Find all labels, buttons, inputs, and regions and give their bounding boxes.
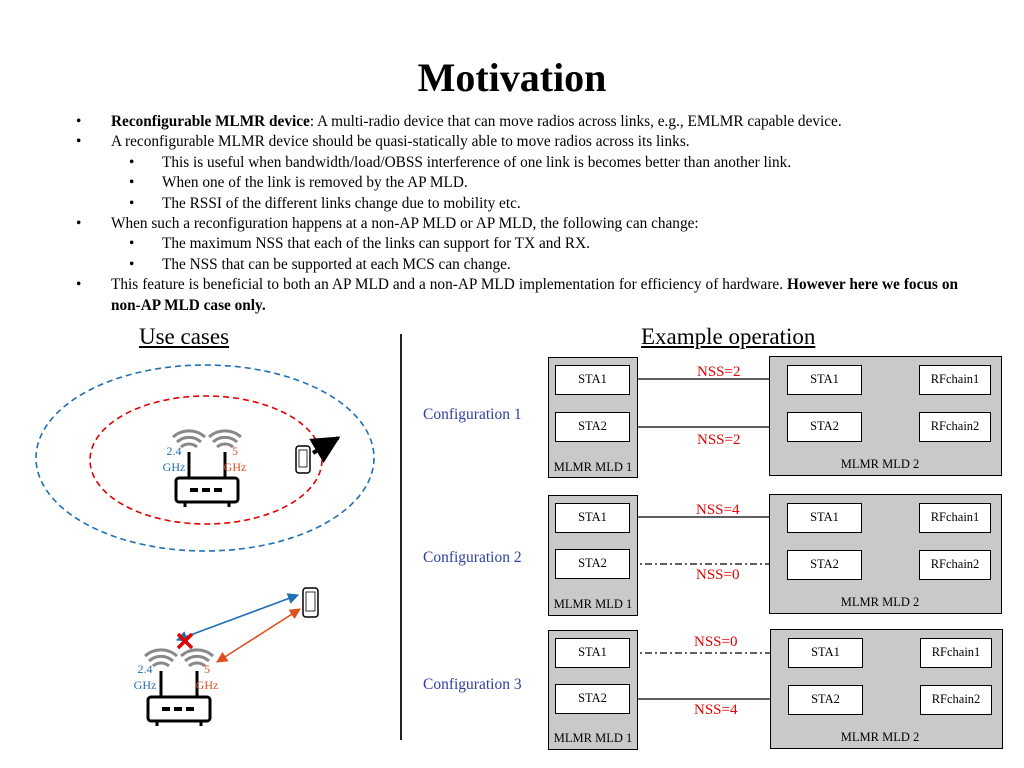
bullet-item: • This feature is beneficial to both an A…: [74, 275, 958, 316]
bullet-dot: •: [129, 235, 135, 253]
phone-icon: [295, 445, 311, 474]
outer-coverage-circle: [35, 364, 375, 552]
nss-label-top: NSS=2: [697, 364, 741, 380]
mld2-sta1: STA1: [787, 365, 862, 395]
sub-bullet-item: • When one of the link is removed by the …: [74, 173, 958, 193]
nss-label-bottom: NSS=2: [697, 432, 741, 448]
band-24ghz-label: 2.4 GHz: [133, 662, 157, 692]
bullet-dot: •: [129, 174, 135, 192]
bullet-text: When one of the link is removed by the A…: [162, 174, 468, 192]
configuration-1-label: Configuration 1: [423, 406, 522, 423]
mld2-rfchain2: RFchain2: [919, 412, 991, 442]
wifi-signal-icon: [144, 648, 214, 668]
mld2-rfchain1: RFchain1: [919, 503, 991, 533]
bullet-item: • When such a reconfiguration happens at …: [74, 214, 958, 234]
configuration-3-label: Configuration 3: [423, 676, 522, 693]
band-24ghz-label: 2.4 GHz: [162, 444, 186, 474]
example-operation-heading: Example operation: [641, 324, 816, 349]
bullet-item: • A reconfigurable MLMR device should be …: [74, 132, 958, 152]
sub-bullet-item: • The NSS that can be supported at each M…: [74, 255, 958, 275]
link-removed-x-icon: [176, 632, 194, 650]
use-cases-heading: Use cases: [139, 324, 230, 349]
access-point-icon: [174, 452, 240, 507]
sub-bullet-item: • The maximum NSS that each of the links …: [74, 234, 958, 254]
sub-bullet-item: • This is useful when bandwidth/load/OBSS…: [74, 153, 958, 173]
mld1-sta1: STA1: [555, 638, 630, 668]
mld2-label: MLMR MLD 2: [840, 595, 920, 609]
bullet-item: • Reconfigurable MLMR device: A multi-rad…: [74, 112, 958, 132]
link-24ghz-arrow: [175, 593, 300, 642]
mld1-sta2: STA2: [555, 412, 630, 442]
mld1-sta1: STA1: [555, 365, 630, 395]
inner-coverage-circle: [89, 395, 323, 525]
bullet-dot: •: [76, 133, 82, 151]
section-divider: [400, 334, 402, 740]
mld1-sta2: STA2: [555, 549, 630, 579]
bullet-text: A reconfigurable MLMR device should be q…: [111, 133, 690, 151]
mld1-label: MLMR MLD 1: [553, 460, 633, 474]
nss-label-bottom: NSS=4: [694, 702, 738, 718]
bullet-text: The maximum NSS that each of the links c…: [162, 235, 590, 253]
nss-label-top: NSS=4: [696, 502, 740, 518]
wifi-signal-icon: [172, 429, 242, 449]
mld2-rfchain2: RFchain2: [920, 685, 992, 715]
sub-bullet-item: • The RSSI of the different links change …: [74, 194, 958, 214]
mld2-sta2: STA2: [787, 550, 862, 580]
mld2-rfchain1: RFchain1: [920, 638, 992, 668]
band-5ghz-label: 5 GHz: [195, 662, 219, 692]
mld2-rfchain1: RFchain1: [919, 365, 991, 395]
bullet-text: This is useful when bandwidth/load/OBSS …: [162, 153, 792, 171]
bullet-list: • Reconfigurable MLMR device: A multi-rad…: [74, 112, 958, 316]
mld2-sta1: STA1: [787, 503, 862, 533]
slide-title: Motivation: [417, 55, 607, 100]
mld2-sta1: STA1: [788, 638, 863, 668]
mld1-label: MLMR MLD 1: [553, 597, 633, 611]
access-point-icon: [146, 671, 212, 726]
mobility-arrow: [309, 436, 341, 463]
phone-icon: [302, 587, 319, 618]
bullet-dot: •: [76, 113, 82, 130]
mld2-label: MLMR MLD 2: [840, 457, 920, 471]
bullet-dot: •: [129, 194, 135, 212]
bullet-text: This feature is beneficial to both an AP…: [111, 276, 788, 294]
bullet-bold-text: Reconfigurable MLMR device: [111, 113, 310, 130]
nss-label-top: NSS=0: [694, 634, 738, 650]
bullet-text: The NSS that can be supported at each MC…: [162, 255, 511, 273]
link-5ghz-arrow: [216, 608, 301, 663]
mld1-sta1: STA1: [555, 503, 630, 533]
mld2-sta2: STA2: [787, 412, 862, 442]
bullet-bold-text: However here we focus on non-AP MLD case…: [111, 276, 958, 314]
bullet-dot: •: [76, 215, 82, 233]
bullet-dot: •: [76, 276, 82, 294]
mld1-label: MLMR MLD 1: [553, 731, 633, 745]
bullet-text: When such a reconfiguration happens at a…: [111, 215, 699, 233]
mld2-label: MLMR MLD 2: [840, 730, 920, 744]
nss-label-bottom: NSS=0: [696, 567, 740, 583]
band-5ghz-label: 5 GHz: [223, 444, 247, 474]
bullet-dot: •: [129, 255, 135, 273]
mld2-rfchain2: RFchain2: [919, 550, 991, 580]
bullet-text: The RSSI of the different links change d…: [162, 194, 521, 212]
bullet-text: : A multi-radio device that can move rad…: [309, 113, 842, 130]
mld1-sta2: STA2: [555, 684, 630, 714]
mld2-sta2: STA2: [788, 685, 863, 715]
bullet-dot: •: [129, 153, 135, 171]
configuration-2-label: Configuration 2: [423, 549, 522, 566]
